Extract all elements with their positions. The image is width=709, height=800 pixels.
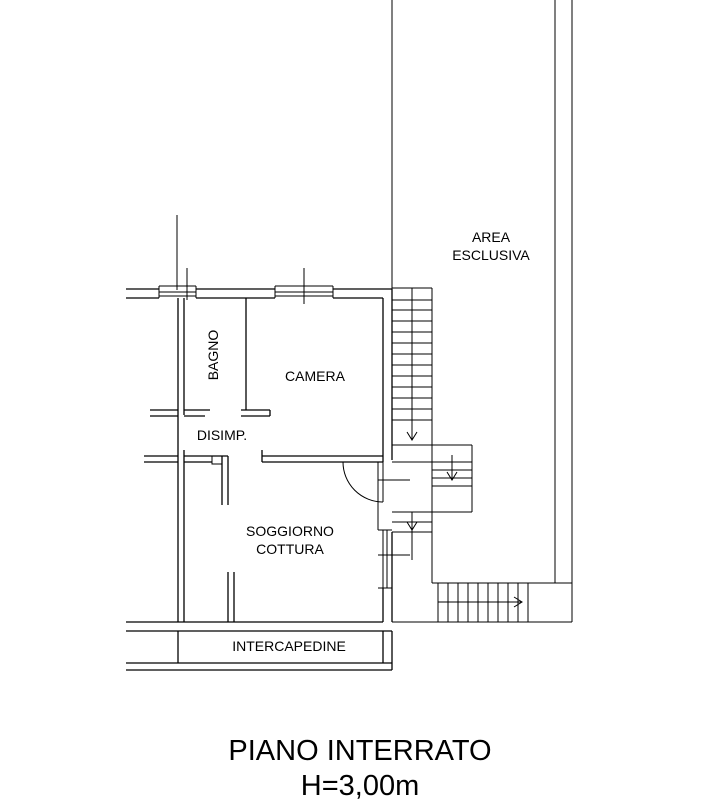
label-soggiorno-1: SOGGIORNO xyxy=(246,523,334,539)
label-soggiorno-2: COTTURA xyxy=(256,541,324,557)
stair-upper xyxy=(392,288,472,445)
label-disimpegno: DISIMP. xyxy=(197,427,247,443)
window-camera xyxy=(275,268,333,304)
shaft-small xyxy=(212,456,222,464)
area-esclusiva-outline xyxy=(392,0,572,622)
label-area-esclusiva-1: AREA xyxy=(472,229,511,245)
exterior-walls xyxy=(126,289,392,670)
label-intercapedine: INTERCAPEDINE xyxy=(232,638,346,654)
door-soggiorno xyxy=(343,462,410,588)
label-camera: CAMERA xyxy=(285,368,346,384)
window-bagno xyxy=(159,215,196,300)
stair-lower xyxy=(392,445,432,583)
title-height: H=3,00m xyxy=(301,770,419,800)
stair-bottom xyxy=(438,583,528,622)
interior-walls xyxy=(144,298,383,622)
label-area-esclusiva-2: ESCLUSIVA xyxy=(452,247,530,263)
label-bagno: BAGNO xyxy=(205,330,221,381)
stair-landing xyxy=(392,445,472,512)
title-floor: PIANO INTERRATO xyxy=(228,735,491,767)
